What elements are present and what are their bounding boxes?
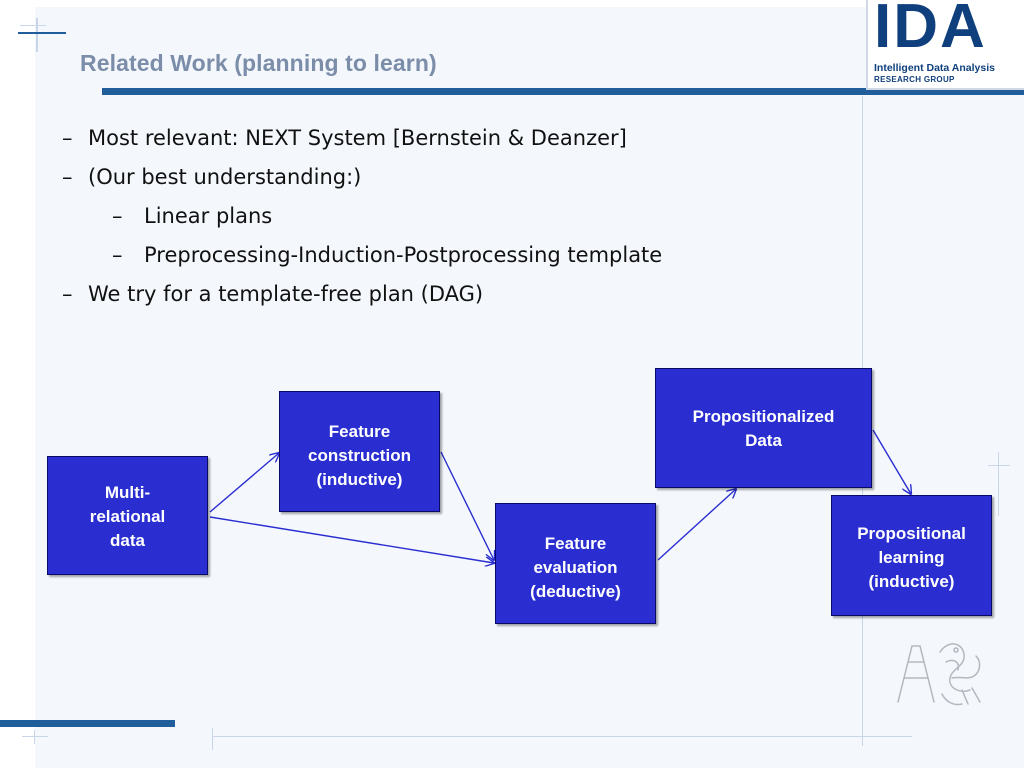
- node-feature-construction: Feature construction (inductive): [279, 391, 440, 512]
- bullet-text: (Our best understanding:): [88, 165, 362, 189]
- corner-cross-horizontal: [18, 32, 66, 34]
- bullet-marker: –: [62, 282, 73, 306]
- bullet-text: Linear plans: [144, 204, 273, 228]
- bullet-marker: –: [112, 243, 123, 267]
- bullet-text: Most relevant: NEXT System [Bernstein & …: [88, 126, 627, 150]
- right-cross-horizontal: [988, 465, 1010, 466]
- node-propositional-learning: Propositional learning (inductive): [831, 495, 992, 616]
- ida-logo: IDA Intelligent Data Analysis RESEARCH G…: [866, 0, 1024, 90]
- logo-wordmark: IDA: [874, 0, 987, 61]
- bullet-marker: –: [112, 204, 123, 228]
- node-label: Multi- relational data: [89, 483, 166, 550]
- slide-title: Related Work (planning to learn): [80, 50, 437, 76]
- bullet-text: We try for a template-free plan (DAG): [88, 282, 484, 306]
- node-label: Feature evaluation (deductive): [530, 534, 621, 601]
- edge-propositionalized-to-learning: [872, 429, 911, 494]
- bottom-line: [212, 736, 912, 737]
- bullet-text: Preprocessing-Induction-Postprocessing t…: [144, 243, 663, 267]
- edge-construction-to-evaluation: [440, 451, 494, 560]
- bottom-cross-vertical: [212, 728, 213, 750]
- node-label: Propositionalized Data: [692, 407, 835, 450]
- right-cross-vertical: [998, 452, 999, 516]
- node-label: Feature construction (inductive): [308, 422, 411, 489]
- bullet-marker: –: [62, 165, 73, 189]
- corner-cross-line: [20, 25, 46, 26]
- title-rule: [102, 88, 1024, 95]
- logo-subtitle: Intelligent Data Analysis: [874, 62, 995, 74]
- logo-group-label: RESEARCH GROUP: [874, 75, 955, 84]
- node-label: Propositional learning (inductive): [857, 524, 966, 591]
- node-feature-evaluation: Feature evaluation (deductive): [495, 503, 656, 624]
- edge-multirelational-to-evaluation: [209, 516, 494, 563]
- bullet-marker: –: [62, 126, 73, 150]
- university-emblem-icon: [897, 643, 981, 706]
- bottom-accent-rule: [0, 720, 175, 727]
- node-propositionalized-data: Propositionalized Data: [655, 368, 872, 488]
- bottom-left-cross-v: [34, 730, 35, 744]
- edge-multirelational-to-construction: [209, 453, 279, 513]
- corner-cross-vertical: [36, 18, 38, 52]
- node-multirelational-data: Multi- relational data: [47, 456, 208, 575]
- bottom-left-cross: [22, 736, 48, 737]
- edge-evaluation-to-propositionalized: [657, 489, 736, 561]
